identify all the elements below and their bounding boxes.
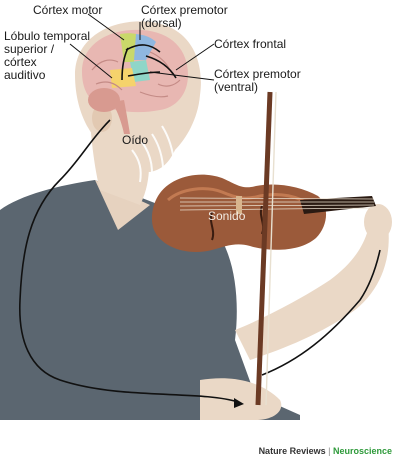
label-premotor-ventral-line1: Córtex premotor: [214, 67, 301, 81]
auditory-cortex-region: [110, 68, 136, 88]
credit-field: Neuroscience: [332, 446, 392, 456]
violin-bridge: [236, 196, 242, 214]
motor-pathway-right: [261, 249, 381, 376]
motor-cortex-region: [120, 33, 136, 62]
leader-lines: [69, 13, 215, 81]
label-premotor-dorsal-line1: Córtex premotor: [141, 3, 228, 17]
label-motor-cortex: Córtex motor: [33, 3, 103, 17]
label-frontal-cortex: Córtex frontal: [214, 37, 287, 51]
cerebellum: [88, 88, 120, 112]
label-premotor-ventral-line2: (ventral): [214, 80, 259, 94]
connection-arrows: [121, 44, 177, 81]
shirt: [0, 180, 300, 420]
f-hole-left: [209, 211, 215, 241]
bow-arm: [200, 378, 282, 420]
label-temporal-line4: auditivo: [4, 68, 46, 82]
brainstem: [112, 100, 130, 134]
violin-strings: [179, 197, 375, 211]
label-ear: Oído: [122, 133, 149, 147]
label-sound: Sonido: [208, 209, 246, 223]
label-premotor-dorsal: Córtex premotor (dorsal): [141, 4, 228, 30]
sound-waves: [131, 125, 176, 205]
motor-pathway: [19, 119, 239, 403]
premotor-ventral-region: [130, 60, 150, 82]
label-temporal-line3: córtex: [4, 55, 37, 69]
credit-separator: |: [328, 446, 331, 456]
bow: [255, 91, 273, 406]
label-temporal-auditory: Lóbulo temporal superior / córtex auditi…: [4, 30, 90, 82]
brain-folds: [91, 51, 181, 98]
raised-arm: [235, 225, 389, 360]
left-hand: [364, 204, 392, 240]
arrow-head: [234, 398, 244, 408]
label-temporal-line2: superior /: [4, 42, 55, 56]
label-temporal-line1: Lóbulo temporal: [4, 29, 91, 43]
premotor-dorsal-region: [134, 34, 156, 60]
label-premotor-dorsal-line2: (dorsal): [141, 16, 182, 30]
figure-credit: Nature Reviews | Neuroscience: [259, 446, 392, 456]
label-premotor-ventral: Córtex premotor (ventral): [214, 68, 301, 94]
bow-hair: [265, 91, 277, 406]
credit-journal: Nature Reviews: [258, 446, 326, 456]
